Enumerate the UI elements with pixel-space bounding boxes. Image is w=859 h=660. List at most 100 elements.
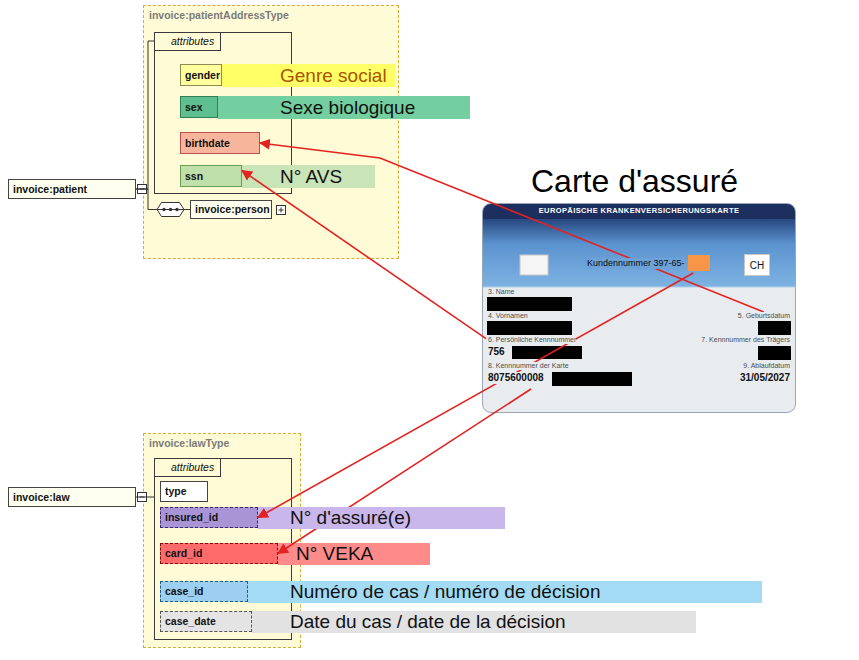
collapse-symbol (138, 185, 147, 194)
symbol-frame (138, 493, 147, 502)
annotation-band: Genre social (222, 64, 395, 87)
card-header: EUROPÄISCHE KRANKENVERSICHERUNGSKARTE (539, 206, 740, 216)
symbol-frame (138, 185, 147, 194)
element-box: invoice:patient (8, 179, 136, 199)
symbol-minus (160, 467, 165, 468)
type-name: invoice:patientAddressType (149, 9, 289, 22)
field-label: 8. Kennnummer der Karte (488, 362, 569, 370)
attribute-name: insured_id (165, 511, 218, 524)
card-field: Kundennummer 397-65- (584, 253, 713, 273)
country-badge: CH (744, 254, 770, 276)
annotation-band: N° d'assuré(e) (258, 507, 505, 529)
annotation-text: Date du cas / date de la décision (290, 611, 566, 633)
expand-symbol (277, 206, 286, 215)
card-field: 9. Ablaufdatum 31/05/2027 (698, 362, 792, 389)
arrow-connector (258, 273, 693, 518)
card-field: 3. Name (486, 288, 586, 312)
attribute-box: gender (180, 64, 222, 86)
card-field: 7. Kennnummer des Trägers (698, 336, 792, 362)
annotation-text: N° VEKA (296, 543, 373, 565)
attribute-box: type (160, 481, 208, 502)
attribute-name: card_id (165, 547, 202, 560)
symbol-frame (158, 37, 167, 46)
type-box: invoice:patientAddressType attributes gend… (143, 5, 399, 259)
country-code: CH (750, 259, 764, 272)
arrow-connector (260, 143, 764, 312)
type-name: invoice:lawType (149, 437, 229, 450)
attribute-box: card_id (160, 543, 278, 564)
redaction-bar (487, 297, 572, 311)
attribute-name: ssn (185, 170, 203, 183)
arrow-connector (242, 171, 486, 339)
redaction-bar (552, 372, 632, 386)
annotation-band: Date du cas / date de la décision (252, 611, 696, 633)
annotation-band: Sexe biologique (218, 96, 470, 119)
card-chip-box (520, 255, 548, 275)
attribute-name: case_date (165, 615, 216, 628)
annotation-text: Numéro de cas / numéro de décision (290, 581, 601, 603)
annotation-text: N° d'assuré(e) (290, 507, 411, 529)
card-field: 4. Vornamen (486, 312, 586, 336)
element-name: invoice:law (13, 491, 70, 504)
sequence-dot (162, 208, 165, 211)
collapse-symbol (158, 37, 167, 46)
attribute-name: case_id (165, 585, 204, 598)
card-field: 6. Persönliche Kennnummer 756 (486, 336, 596, 362)
card-caption: Carte d'assuré (531, 162, 738, 200)
sequence-dot (169, 208, 172, 211)
attribute-box: ssn (180, 165, 242, 187)
customer-number: Kundennummer 397-65- (587, 258, 685, 269)
annotation-text: N° AVS (280, 166, 342, 188)
element-name: invoice:patient (13, 183, 87, 196)
field-value: 31/05/2027 (740, 372, 790, 384)
group-name: attributes (155, 33, 221, 51)
attribute-box: insured_id (160, 507, 258, 528)
annotation-text: Sexe biologique (280, 97, 415, 119)
field-label: 3. Name (488, 288, 514, 296)
field-value: 756 (488, 346, 505, 358)
field-label: 6. Persönliche Kennnummer (488, 336, 576, 344)
attribute-name: gender (185, 69, 220, 82)
card-field: 8. Kennnummer der Karte8075600008 (486, 362, 636, 389)
attribute-box: case_id (160, 581, 248, 602)
tree-connector (136, 41, 154, 189)
card-field: 5. Geburtsdatum (698, 312, 792, 336)
element-name: invoice:person (195, 203, 270, 216)
annotation-text: Genre social (280, 65, 387, 87)
annotation-band: N° VEKA (278, 543, 430, 565)
redaction-bar (758, 321, 791, 335)
element-box: invoice:person (190, 200, 272, 219)
element-box: invoice:law (8, 487, 136, 507)
sequence-dot (175, 208, 178, 211)
field-label: 7. Kennnummer des Trägers (701, 336, 790, 344)
redaction-mark (688, 255, 710, 271)
attribute-box: birthdate (180, 132, 260, 154)
symbol-frame (158, 463, 167, 472)
collapse-symbol (138, 493, 147, 502)
attribute-name: type (165, 485, 187, 498)
symbol-minus (140, 497, 145, 498)
attribute-name: sex (185, 101, 203, 114)
symbol-minus (140, 189, 145, 190)
symbol-minus (160, 41, 165, 42)
annotation-band: Numéro de cas / numéro de décision (248, 581, 762, 603)
collapse-symbol (158, 463, 167, 472)
field-label: 9. Ablaufdatum (743, 362, 790, 370)
symbol-plus (281, 208, 282, 213)
redaction-bar (512, 346, 582, 359)
symbol-frame (277, 206, 286, 215)
sequence-symbol (157, 203, 184, 217)
arrow-connector (278, 389, 531, 554)
redaction-bar (487, 321, 572, 335)
redaction-bar (758, 346, 791, 360)
symbol-plus (279, 210, 284, 211)
field-label: 4. Vornamen (488, 312, 528, 320)
sequence-outline (157, 203, 184, 217)
tree-connector (136, 497, 154, 498)
insurance-card: Carte d'assuréEUROPÄISCHE KRANKENVERSICH… (482, 203, 796, 413)
attribute-box: sex (180, 96, 218, 118)
attribute-name: birthdate (185, 137, 230, 150)
